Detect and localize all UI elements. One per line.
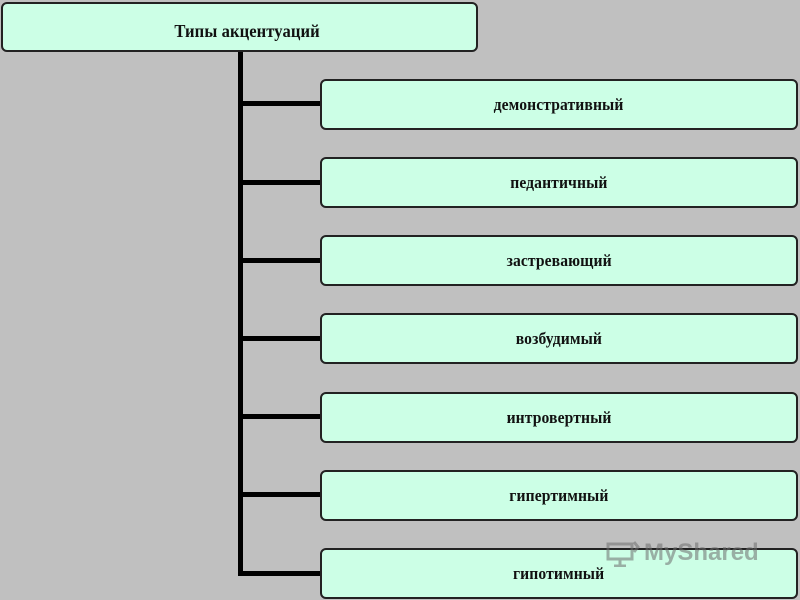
type-box-6: гипертимный xyxy=(320,470,798,521)
type-label-3: застревающий xyxy=(506,250,612,270)
type-label-5: интровертный xyxy=(506,407,612,427)
type-box-4: возбудимый xyxy=(320,313,798,364)
type-label-1: демонстративный xyxy=(494,94,624,114)
root-box: Типы акцентуаций xyxy=(1,2,478,52)
type-label-2: педантичный xyxy=(510,172,608,192)
tree-trunk-line xyxy=(238,52,243,576)
branch-line-4 xyxy=(238,336,321,341)
type-label-7: гипотимный xyxy=(513,563,605,583)
type-label-6: гипертимный xyxy=(509,485,609,505)
branch-line-6 xyxy=(238,492,321,497)
type-box-7: гипотимный xyxy=(320,548,798,599)
type-box-3: застревающий xyxy=(320,235,798,286)
branch-line-7 xyxy=(238,571,321,576)
branch-line-3 xyxy=(238,258,321,263)
root-label: Типы акцентуаций xyxy=(174,20,320,41)
type-box-5: интровертный xyxy=(320,392,798,443)
type-box-2: педантичный xyxy=(320,157,798,208)
type-box-1: демонстративный xyxy=(320,79,798,130)
branch-line-1 xyxy=(238,101,321,106)
type-label-4: возбудимый xyxy=(515,328,603,348)
branch-line-2 xyxy=(238,180,321,185)
branch-line-5 xyxy=(238,414,321,419)
